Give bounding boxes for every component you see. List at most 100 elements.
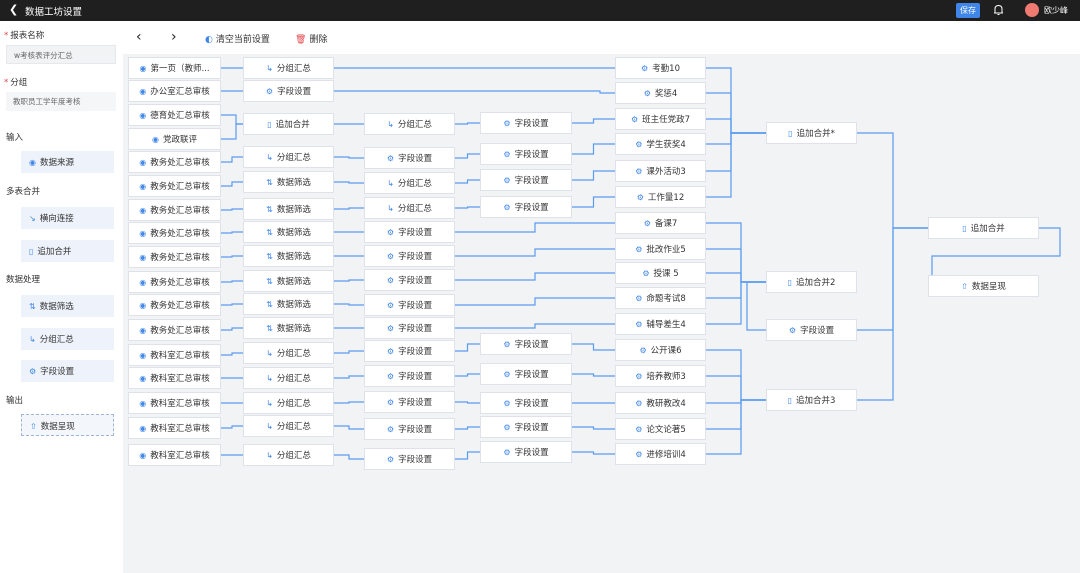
flow-node-col1-8[interactable]: ◉教务处汇总审核 xyxy=(128,246,221,268)
flow-node-col5-5[interactable]: ⚙工作量12 xyxy=(615,186,706,208)
flow-node-col1-3[interactable]: ◉党政联评 xyxy=(128,128,221,150)
flow-node-col4-7[interactable]: ⚙字段设置 xyxy=(480,416,572,438)
flow-node-label: 德育处汇总审核 xyxy=(150,111,210,121)
flow-node-col3-0[interactable]: ↳分组汇总 xyxy=(364,113,455,135)
flow-node-col7-0[interactable]: ▯追加合并 xyxy=(928,217,1039,239)
flow-node-col1-13[interactable]: ◉教科室汇总审核 xyxy=(128,367,221,389)
flow-node-col2-8[interactable]: ⇅数据筛选 xyxy=(243,270,334,292)
flow-node-col3-5[interactable]: ⚙字段设置 xyxy=(364,245,455,267)
flow-node-col3-2[interactable]: ↳分组汇总 xyxy=(364,172,455,194)
flow-node-col1-0[interactable]: ◉第一页（教师... xyxy=(128,57,221,79)
flow-node-col1-6[interactable]: ◉教务处汇总审核 xyxy=(128,199,221,221)
flow-node-col5-11[interactable]: ⚙公开课6 xyxy=(615,339,706,361)
flow-node-col5-3[interactable]: ⚙学生获奖4 xyxy=(615,133,706,155)
flow-node-col5-12[interactable]: ⚙培养教师3 xyxy=(615,365,706,387)
flow-node-col1-12[interactable]: ◉教科室汇总审核 xyxy=(128,344,221,366)
flow-node-label: 数据筛选 xyxy=(276,300,311,310)
flow-node-col5-1[interactable]: ⚙奖惩4 xyxy=(615,82,706,104)
tool-data-filter[interactable]: ⇅数据筛选 xyxy=(21,295,114,317)
flow-node-col2-3[interactable]: ↳分组汇总 xyxy=(243,146,334,168)
flow-node-col5-4[interactable]: ⚙课外活动3 xyxy=(615,160,706,182)
delete-button[interactable]: 🗑删除 xyxy=(295,35,328,45)
flow-node-col4-5[interactable]: ⚙字段设置 xyxy=(480,363,572,385)
flow-node-col5-7[interactable]: ⚙批改作业5 xyxy=(615,238,706,260)
group-select[interactable]: 教职员工学年度考核 xyxy=(6,92,116,111)
flow-node-col3-1[interactable]: ⚙字段设置 xyxy=(364,147,455,169)
flow-node-col3-8[interactable]: ⚙字段设置 xyxy=(364,317,455,339)
flow-node-col2-4[interactable]: ⇅数据筛选 xyxy=(243,171,334,193)
tool-append-merge[interactable]: ▯追加合并 xyxy=(21,240,114,262)
flow-node-col1-14[interactable]: ◉教科室汇总审核 xyxy=(128,392,221,414)
clear-settings-button[interactable]: ◐清空当前设置 xyxy=(205,35,270,45)
flow-node-col6-1[interactable]: ▯追加合并2 xyxy=(766,271,857,293)
flow-node-col2-2[interactable]: ▯追加合并 xyxy=(243,113,334,135)
flow-node-label: 字段设置 xyxy=(398,228,433,238)
flow-node-col1-9[interactable]: ◉教务处汇总审核 xyxy=(128,271,221,293)
next-button[interactable]: › xyxy=(171,29,177,45)
flow-node-col7-1[interactable]: ⇧数据呈现 xyxy=(928,275,1039,297)
flow-node-col2-15[interactable]: ↳分组汇总 xyxy=(243,444,334,466)
save-button[interactable]: 保存 xyxy=(956,3,980,18)
flow-node-col1-11[interactable]: ◉教务处汇总审核 xyxy=(128,319,221,341)
flow-node-col6-2[interactable]: ⚙字段设置 xyxy=(766,319,857,341)
tool-horizontal-join[interactable]: ↘横向连接 xyxy=(21,207,114,229)
flow-node-col2-0[interactable]: ↳分组汇总 xyxy=(243,57,334,79)
flow-node-col3-10[interactable]: ⚙字段设置 xyxy=(364,365,455,387)
bell-icon[interactable] xyxy=(993,4,1004,16)
flow-node-col2-14[interactable]: ↳分组汇总 xyxy=(243,415,334,437)
flow-node-col2-11[interactable]: ↳分组汇总 xyxy=(243,342,334,364)
flow-node-col4-1[interactable]: ⚙字段设置 xyxy=(480,143,572,165)
flow-node-col4-0[interactable]: ⚙字段设置 xyxy=(480,112,572,134)
prev-button[interactable]: ‹ xyxy=(136,29,142,45)
flow-node-col3-6[interactable]: ⚙字段设置 xyxy=(364,269,455,291)
flow-node-col1-10[interactable]: ◉教务处汇总审核 xyxy=(128,294,221,316)
back-icon[interactable]: ❮ xyxy=(9,3,19,16)
flow-node-col1-4[interactable]: ◉教务处汇总审核 xyxy=(128,151,221,173)
flow-node-col2-7[interactable]: ⇅数据筛选 xyxy=(243,245,334,267)
flow-node-col5-13[interactable]: ⚙教研教改4 xyxy=(615,392,706,414)
flow-node-col1-7[interactable]: ◉教务处汇总审核 xyxy=(128,222,221,244)
flow-node-col5-10[interactable]: ⚙辅导差生4 xyxy=(615,313,706,335)
flow-node-col3-12[interactable]: ⚙字段设置 xyxy=(364,418,455,440)
flow-node-col5-9[interactable]: ⚙命题考试8 xyxy=(615,287,706,309)
flow-node-col4-8[interactable]: ⚙字段设置 xyxy=(480,441,572,463)
flow-node-col3-11[interactable]: ⚙字段设置 xyxy=(364,391,455,413)
flow-node-col6-0[interactable]: ▯追加合并* xyxy=(766,122,857,144)
flow-node-col1-1[interactable]: ◉办公室汇总审核 xyxy=(128,80,221,102)
flow-node-col2-13[interactable]: ↳分组汇总 xyxy=(243,392,334,414)
flow-node-col3-4[interactable]: ⚙字段设置 xyxy=(364,221,455,243)
flow-node-col4-3[interactable]: ⚙字段设置 xyxy=(480,196,572,218)
flow-node-col3-7[interactable]: ⚙字段设置 xyxy=(364,294,455,316)
flow-node-col4-6[interactable]: ⚙字段设置 xyxy=(480,392,572,414)
flow-node-col1-5[interactable]: ◉教务处汇总审核 xyxy=(128,175,221,197)
flow-node-col4-2[interactable]: ⚙字段设置 xyxy=(480,169,572,191)
tool-data-source[interactable]: ◉数据来源 xyxy=(21,151,114,173)
flow-node-col2-6[interactable]: ⇅数据筛选 xyxy=(243,221,334,243)
flow-node-col3-13[interactable]: ⚙字段设置 xyxy=(364,448,455,470)
flow-node-col5-15[interactable]: ⚙进修培训4 xyxy=(615,443,706,465)
flow-node-col2-5[interactable]: ⇅数据筛选 xyxy=(243,198,334,220)
flow-node-col1-15[interactable]: ◉教科室汇总审核 xyxy=(128,417,221,439)
username[interactable]: 欧少峰 xyxy=(1044,6,1068,15)
gear-icon: ⚙ xyxy=(386,300,395,310)
flow-node-col5-2[interactable]: ⚙班主任党政7 xyxy=(615,108,706,130)
tool-field-settings[interactable]: ⚙字段设置 xyxy=(21,360,114,382)
tool-group-summary[interactable]: ↳分组汇总 xyxy=(21,328,114,350)
flow-node-col4-4[interactable]: ⚙字段设置 xyxy=(480,333,572,355)
flow-node-col2-9[interactable]: ⇅数据筛选 xyxy=(243,293,334,315)
report-name-input[interactable]: w考核表评分汇总 xyxy=(6,45,116,64)
tool-data-display[interactable]: ⇧数据呈现 xyxy=(21,414,114,436)
flow-node-col1-16[interactable]: ◉教科室汇总审核 xyxy=(128,444,221,466)
flow-node-col5-6[interactable]: ⚙备课7 xyxy=(615,212,706,234)
avatar[interactable] xyxy=(1025,3,1039,17)
flow-node-col5-14[interactable]: ⚙论文论著5 xyxy=(615,418,706,440)
flow-node-col5-0[interactable]: ⚙考勤10 xyxy=(615,57,706,79)
flow-node-col1-2[interactable]: ◉德育处汇总审核 xyxy=(128,104,221,126)
flow-node-col5-8[interactable]: ⚙授课 5 xyxy=(615,262,706,284)
flow-node-col2-12[interactable]: ↳分组汇总 xyxy=(243,367,334,389)
flow-node-col2-1[interactable]: ⚙字段设置 xyxy=(243,80,334,102)
flow-node-col3-3[interactable]: ↳分组汇总 xyxy=(364,197,455,219)
flow-node-col6-3[interactable]: ▯追加合并3 xyxy=(766,389,857,411)
flow-node-col2-10[interactable]: ⇅数据筛选 xyxy=(243,317,334,339)
flow-node-col3-9[interactable]: ⚙字段设置 xyxy=(364,340,455,362)
